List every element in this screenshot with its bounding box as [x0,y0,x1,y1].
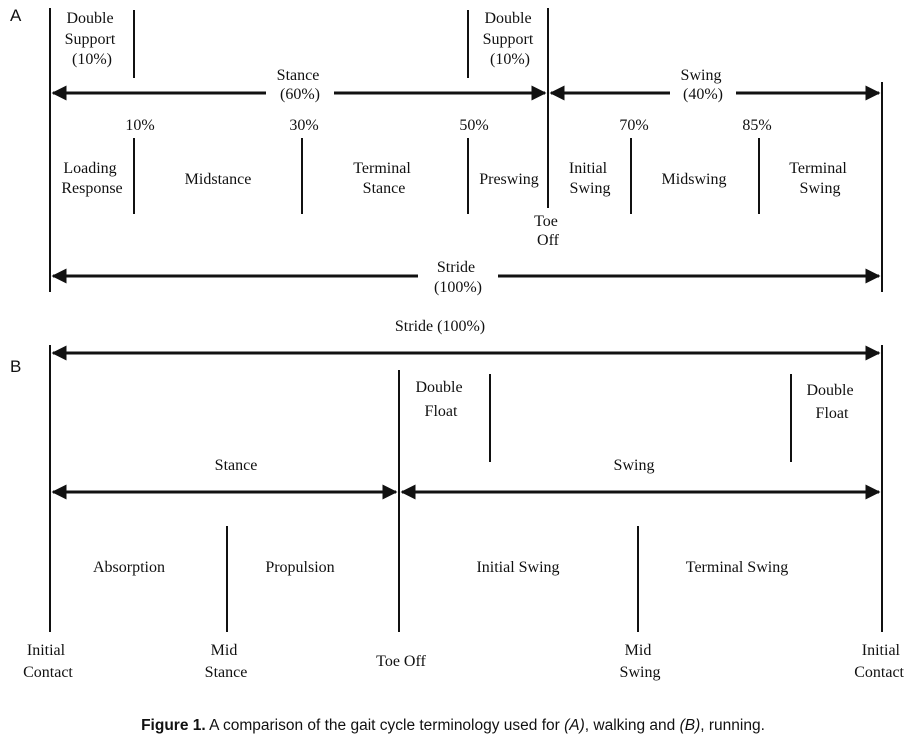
stride-label-a: Stride (100%) [434,259,482,296]
initial-contact-left-label: Initial Contact [23,642,73,681]
preswing-label: Preswing [479,171,539,188]
mid-swing-label: Mid Swing [620,642,661,681]
panel-b-label: B [10,357,21,376]
caption-b-ref: (B) [679,717,701,734]
pct-10-label: 10% [125,117,154,134]
toe-off-label-a: Toe Off [534,213,562,249]
propulsion-label: Propulsion [265,559,334,576]
double-support-left-label: Double Support (10%) [65,10,120,68]
caption-text-2: , walking and [584,717,680,734]
caption-text-1: A comparison of the gait cycle terminolo… [205,717,565,734]
loading-response-label: Loading Response [61,160,122,197]
stance-label-b: Stance [215,457,258,474]
mid-stance-label: Mid Stance [205,642,248,681]
terminal-swing-label-b: Terminal Swing [686,559,788,576]
double-float-left-label: Double Float [415,379,466,420]
pct-50-label: 50% [459,117,488,134]
stance-label: Stance (60%) [277,67,324,103]
double-support-right-label: Double Support (10%) [483,10,538,68]
caption-text-3: , running. [700,717,765,734]
midstance-label: Midstance [185,171,252,188]
terminal-swing-label-a: Terminal Swing [789,160,851,197]
toe-off-label-b: Toe Off [376,653,426,670]
initial-contact-right-label: Initial Contact [854,642,904,681]
absorption-label: Absorption [93,559,165,576]
swing-label-b: Swing [614,457,655,474]
figure-label: Figure 1. [141,717,206,734]
stride-label-b: Stride (100%) [395,318,485,335]
swing-label: Swing (40%) [681,67,726,103]
double-float-right-label: Double Float [806,382,857,422]
midswing-label: Midswing [662,171,727,188]
initial-swing-label-b: Initial Swing [476,559,559,576]
pct-70-label: 70% [619,117,648,134]
pct-30-label: 30% [289,117,318,134]
panel-a-label: A [10,6,22,25]
terminal-stance-label: Terminal Stance [353,160,415,197]
caption-a-ref: (A) [564,717,585,734]
pct-85-label: 85% [742,117,771,134]
initial-swing-label-a: Initial Swing [569,160,611,197]
figure-caption: Figure 1. A comparison of the gait cycle… [0,717,906,735]
